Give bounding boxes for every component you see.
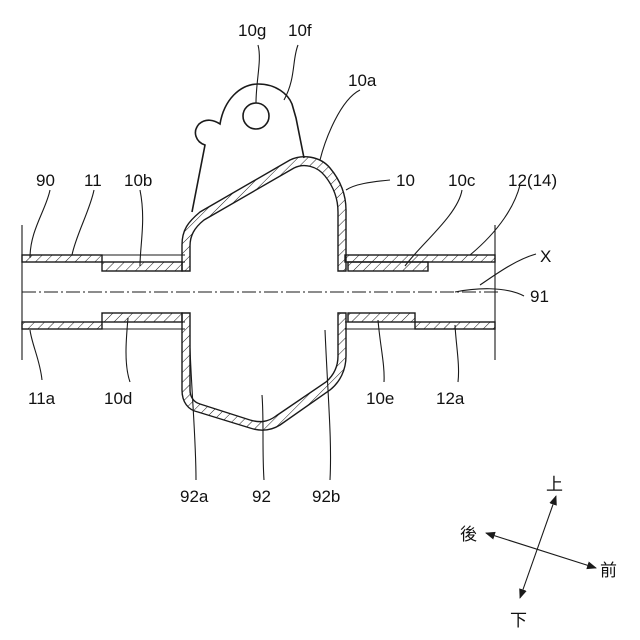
direction-up: 上: [546, 475, 563, 495]
direction-rear: 後: [460, 525, 477, 545]
label-11a: 11a: [28, 389, 56, 408]
label-11: 11: [84, 171, 102, 190]
label-10a: 10a: [348, 71, 377, 90]
label-x: X: [540, 247, 551, 266]
label-12a: 12a: [436, 389, 465, 408]
chamber-upper: [182, 157, 346, 271]
direction-indicator: 上 下 後 前: [460, 475, 617, 631]
chamber-lower: [182, 313, 346, 430]
label-12-14: 12(14): [508, 171, 557, 190]
hole-10g: [243, 103, 269, 129]
label-92: 92: [252, 487, 271, 506]
label-10g: 10g: [238, 21, 266, 40]
label-10e: 10e: [366, 389, 394, 408]
label-10: 10: [396, 171, 415, 190]
arrow-up-down: [520, 496, 556, 598]
direction-front: 前: [600, 561, 617, 581]
label-10b: 10b: [124, 171, 152, 190]
direction-down: 下: [510, 611, 527, 631]
label-10c: 10c: [448, 171, 476, 190]
label-10d: 10d: [104, 389, 132, 408]
label-10f: 10f: [288, 21, 312, 40]
label-92b: 92b: [312, 487, 340, 506]
label-90: 90: [36, 171, 55, 190]
label-91: 91: [530, 287, 549, 306]
label-92a: 92a: [180, 487, 209, 506]
